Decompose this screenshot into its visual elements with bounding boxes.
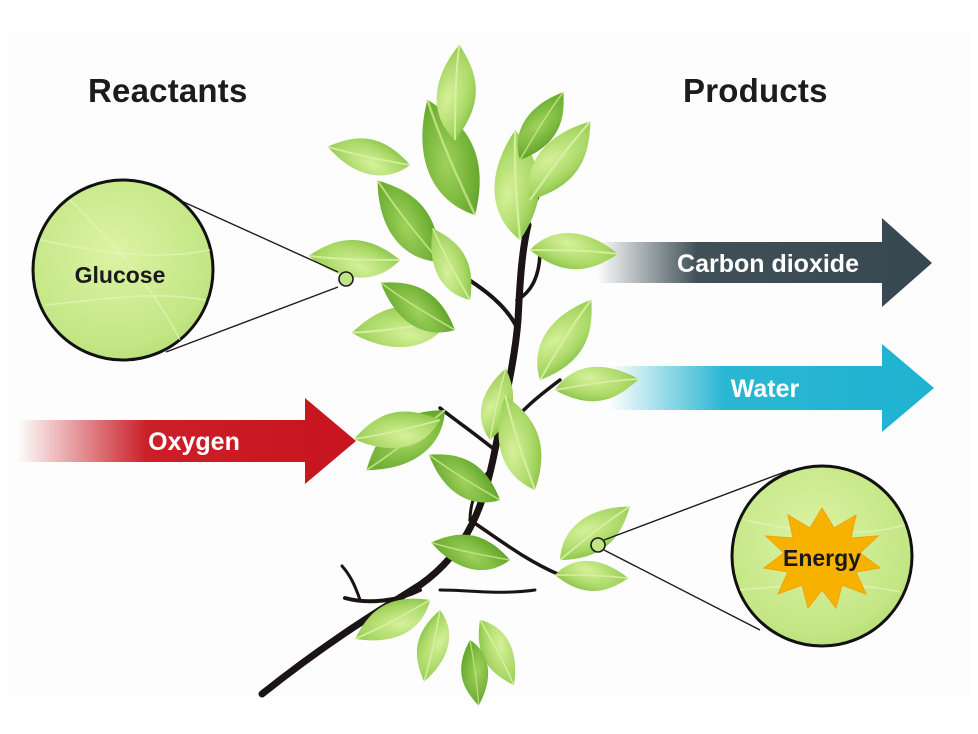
water-label: Water	[731, 375, 800, 403]
products-heading: Products	[683, 72, 828, 109]
water-arrow: Water	[610, 344, 934, 432]
glucose-focus-point	[338, 271, 354, 287]
oxygen-label: Oxygen	[148, 428, 240, 456]
energy-focus-point	[590, 537, 606, 553]
energy-burst-icon	[762, 507, 882, 610]
carbon-dioxide-arrow: Carbon dioxide	[597, 218, 932, 307]
glucose-magnifier: Glucose	[31, 178, 354, 362]
reactants-heading: Reactants	[88, 72, 248, 109]
oxygen-arrow: Oxygen	[18, 398, 356, 484]
glucose-label: Glucose	[75, 262, 166, 288]
glucose-zoom-circle	[31, 178, 215, 362]
energy-label: Energy	[783, 545, 861, 571]
energy-magnifier: Energy	[590, 464, 914, 648]
carbon-dioxide-label: Carbon dioxide	[677, 250, 859, 278]
leaves	[305, 41, 642, 707]
